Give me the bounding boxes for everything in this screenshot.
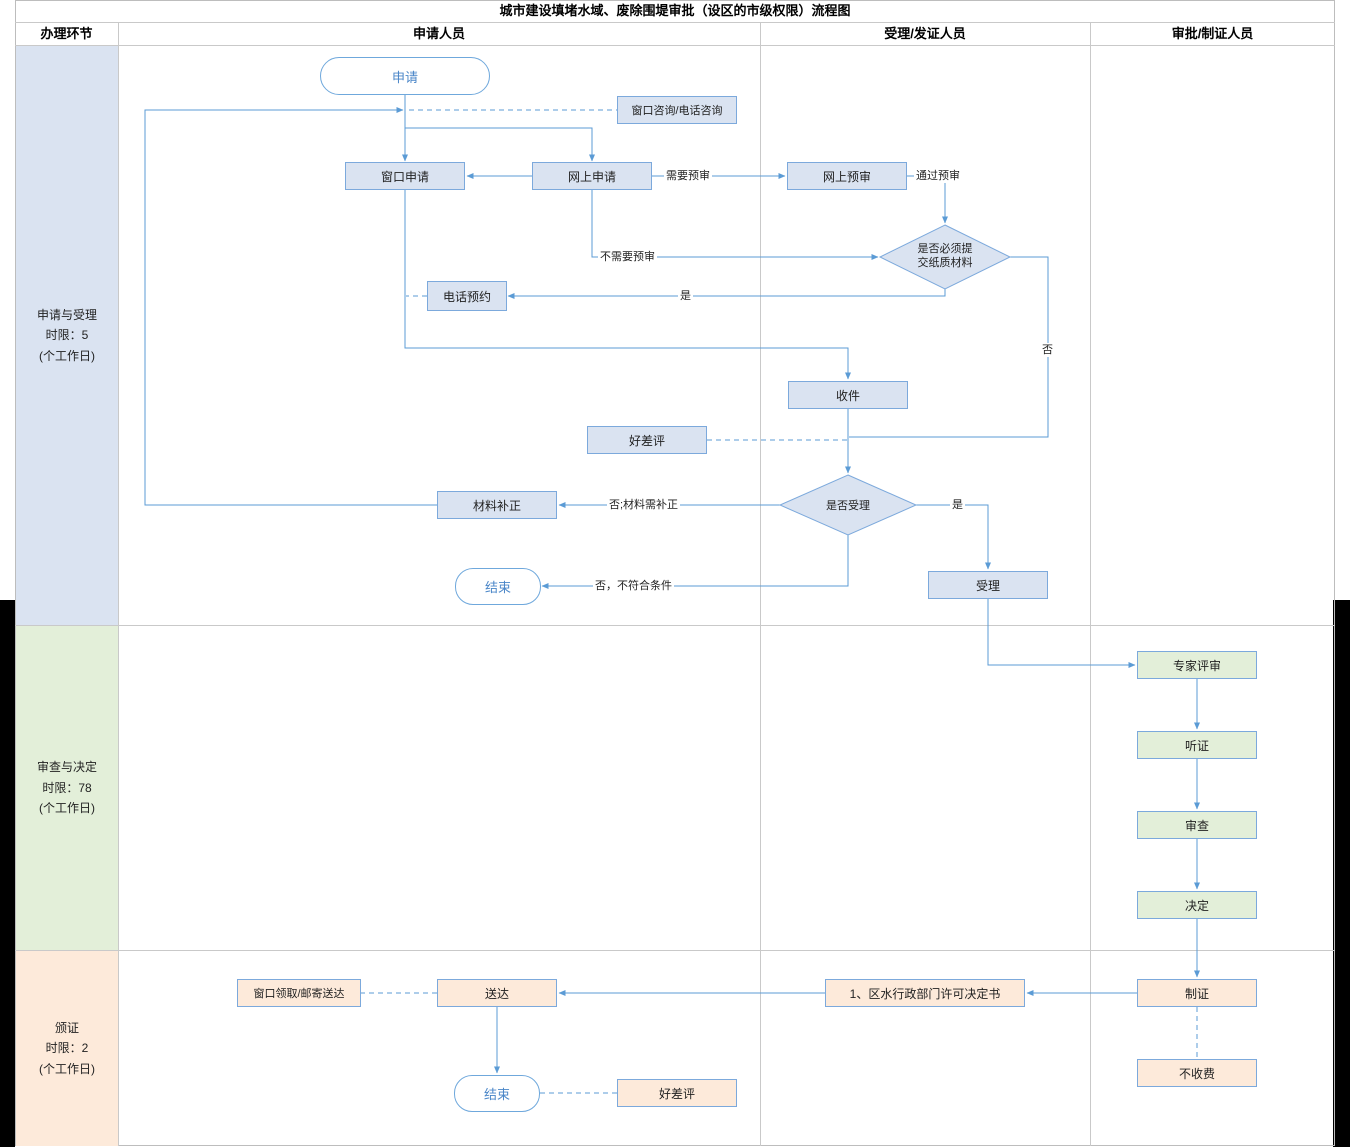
edge-label-pass-review: 通过预审 (914, 169, 962, 183)
grid-line (15, 22, 1335, 23)
node-consult: 窗口咨询/电话咨询 (617, 96, 737, 124)
lane2-limit: 时限：78 (42, 780, 92, 795)
lane3-limit: 时限：2 (45, 1041, 89, 1056)
header-approver-column: 审批/制证人员 (1171, 26, 1254, 41)
lane-label-apply-accept: 申请与受理 时限：5 (个工作日) (16, 46, 118, 625)
lane2-name: 审查与决定 (36, 760, 97, 775)
node-no-fee: 不收费 (1137, 1059, 1257, 1087)
lane3-unit: (个工作日) (39, 1061, 95, 1076)
lane1-name: 申请与受理 (36, 307, 97, 322)
lane1-unit: (个工作日) (39, 348, 95, 363)
node-expert-review: 专家评审 (1137, 651, 1257, 679)
node-receive: 收件 (788, 381, 908, 409)
grid-line (15, 45, 1335, 46)
grid-line (15, 950, 1335, 951)
node-end-1: 结束 (455, 568, 541, 605)
lane3-name: 颁证 (54, 1020, 79, 1035)
node-pickup: 窗口领取/邮寄送达 (237, 979, 361, 1007)
edge-label-need-review: 需要预审 (664, 169, 712, 183)
node-make-cert: 制证 (1137, 979, 1257, 1007)
node-examine: 审查 (1137, 811, 1257, 839)
black-margin-left (0, 600, 15, 1147)
node-rating-1: 好差评 (587, 426, 707, 454)
node-material-fix: 材料补正 (437, 491, 557, 519)
grid-line (118, 22, 119, 1146)
node-online-apply: 网上申请 (532, 162, 652, 190)
lane-label-certify: 颁证 时限：2 (个工作日) (16, 951, 118, 1146)
table-outline (15, 0, 1335, 1146)
black-margin-right (1333, 600, 1350, 1147)
node-decision-doc: 1、区水行政部门许可决定书 (825, 979, 1025, 1007)
header-step-column: 办理环节 (40, 26, 93, 41)
node-apply-start: 申请 (320, 57, 490, 95)
node-online-review: 网上预审 (787, 162, 907, 190)
node-hearing: 听证 (1137, 731, 1257, 759)
edge-label-paper-no: 否 (1040, 343, 1055, 357)
grid-line (15, 625, 1335, 626)
decision-paper-required-label: 是否必须提交纸质材料 (917, 243, 973, 269)
decision-accept-label: 是否受理 (826, 500, 870, 512)
header-acceptor-column: 受理/发证人员 (884, 26, 966, 41)
page-title: 城市建设填堵水域、废除围堤审批（设区的市级权限）流程图 (499, 3, 851, 18)
edge-label-no-need-review: 不需要预审 (598, 250, 657, 264)
node-phone-booking: 电话预约 (427, 281, 507, 311)
edge-label-fix-no: 否;材料需补正 (607, 498, 681, 512)
header-applicant-column: 申请人员 (412, 26, 465, 41)
grid-line (760, 22, 761, 1146)
node-decide: 决定 (1137, 891, 1257, 919)
grid-line (1090, 22, 1091, 1146)
node-deliver: 送达 (437, 979, 557, 1007)
edge-label-accept-yes: 是 (950, 498, 965, 512)
lane1-limit: 时限：5 (45, 328, 89, 343)
lane2-unit: (个工作日) (39, 801, 95, 816)
node-end-2: 结束 (454, 1075, 540, 1112)
edge-label-paper-yes: 是 (678, 289, 693, 303)
node-rating-2: 好差评 (617, 1079, 737, 1107)
edge-label-reject-no: 否，不符合条件 (593, 579, 674, 593)
node-window-apply: 窗口申请 (345, 162, 465, 190)
lane-label-review-decide: 审查与决定 时限：78 (个工作日) (16, 626, 118, 950)
node-accept: 受理 (928, 571, 1048, 599)
